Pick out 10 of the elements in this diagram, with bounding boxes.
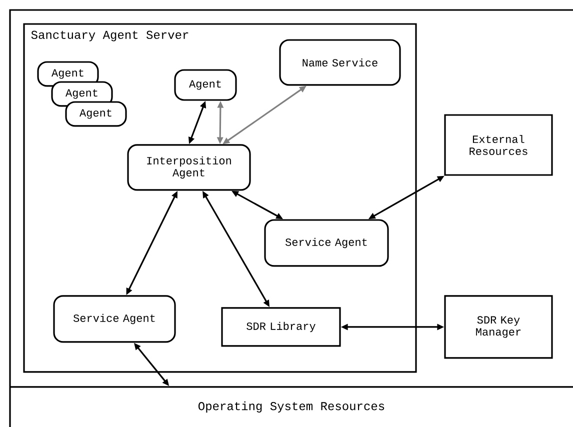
agent-box: Name Service: [279, 39, 401, 86]
agent-box: Service Agent: [264, 219, 389, 267]
agent-box: Interposition Agent: [127, 144, 251, 191]
agent-box: Agent: [65, 101, 127, 127]
agent-box: Agent: [174, 69, 237, 101]
process-box: External Resources: [444, 114, 553, 176]
process-box: SDR Library: [221, 307, 341, 347]
agent-box: Service Agent: [53, 295, 176, 343]
process-box: SDR Key Manager: [444, 295, 553, 359]
resource-band: Operating System Resources: [10, 386, 573, 413]
